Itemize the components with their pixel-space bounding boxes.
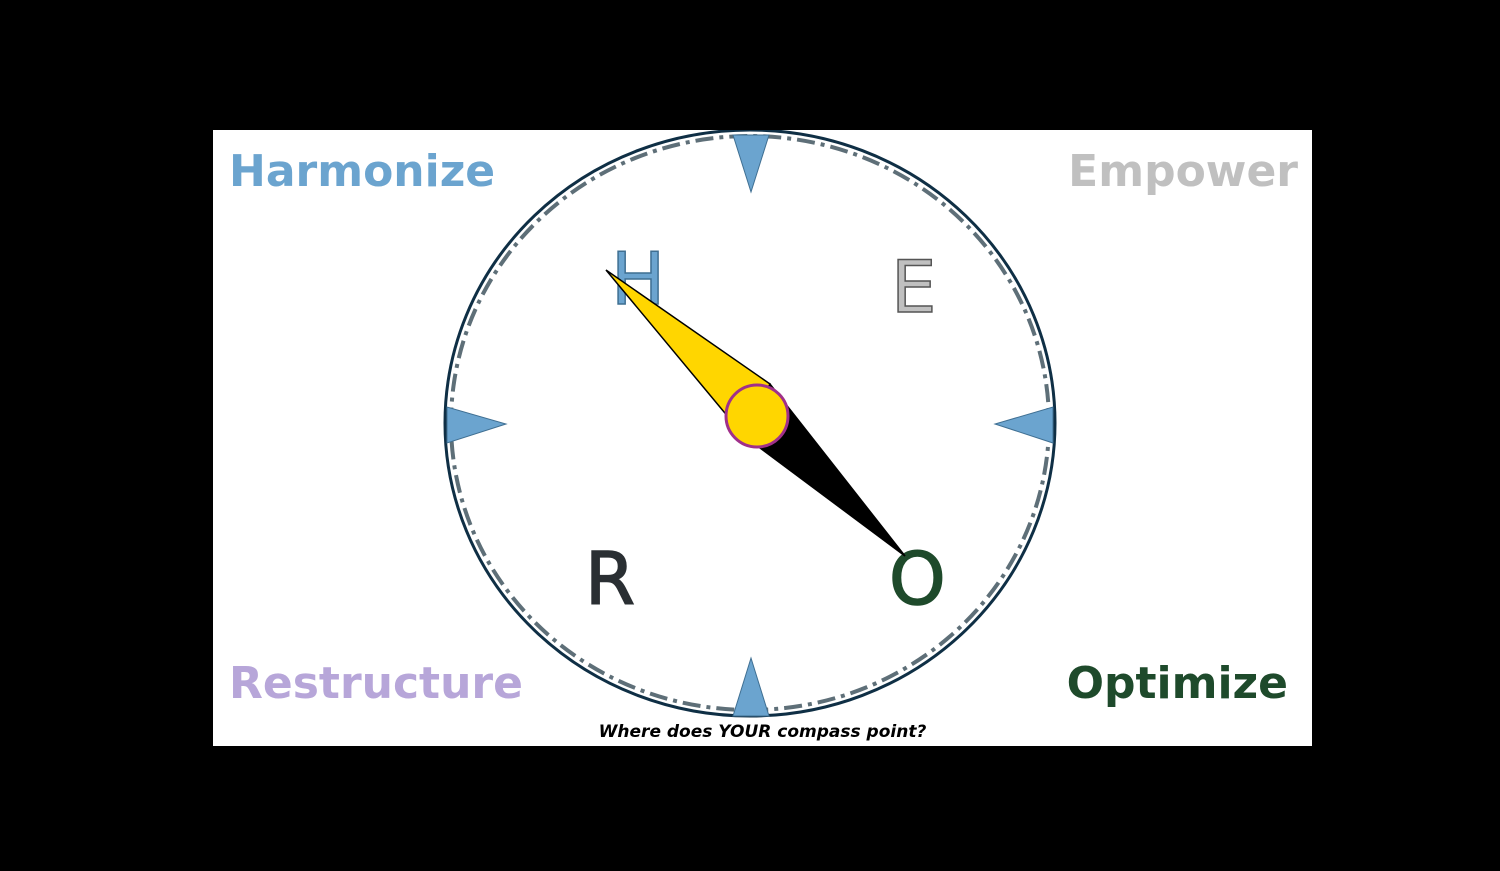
- label-harmonize: Harmonize: [229, 146, 496, 197]
- slide: H E R O Harmonize Empower Restructure Op…: [213, 130, 1312, 746]
- north-marker: [732, 134, 770, 194]
- compass-diagram: H E R O: [443, 130, 1057, 718]
- label-optimize: Optimize: [1066, 658, 1288, 709]
- label-restructure: Restructure: [229, 658, 523, 709]
- label-empower: Empower: [1068, 146, 1298, 197]
- caption: Where does YOUR compass point?: [598, 722, 927, 742]
- needle-hub: [724, 383, 790, 449]
- letter-r: R: [585, 537, 635, 621]
- west-marker: [446, 406, 508, 444]
- east-marker: [993, 406, 1054, 444]
- south-marker: [732, 656, 770, 717]
- letter-e: E: [891, 245, 937, 329]
